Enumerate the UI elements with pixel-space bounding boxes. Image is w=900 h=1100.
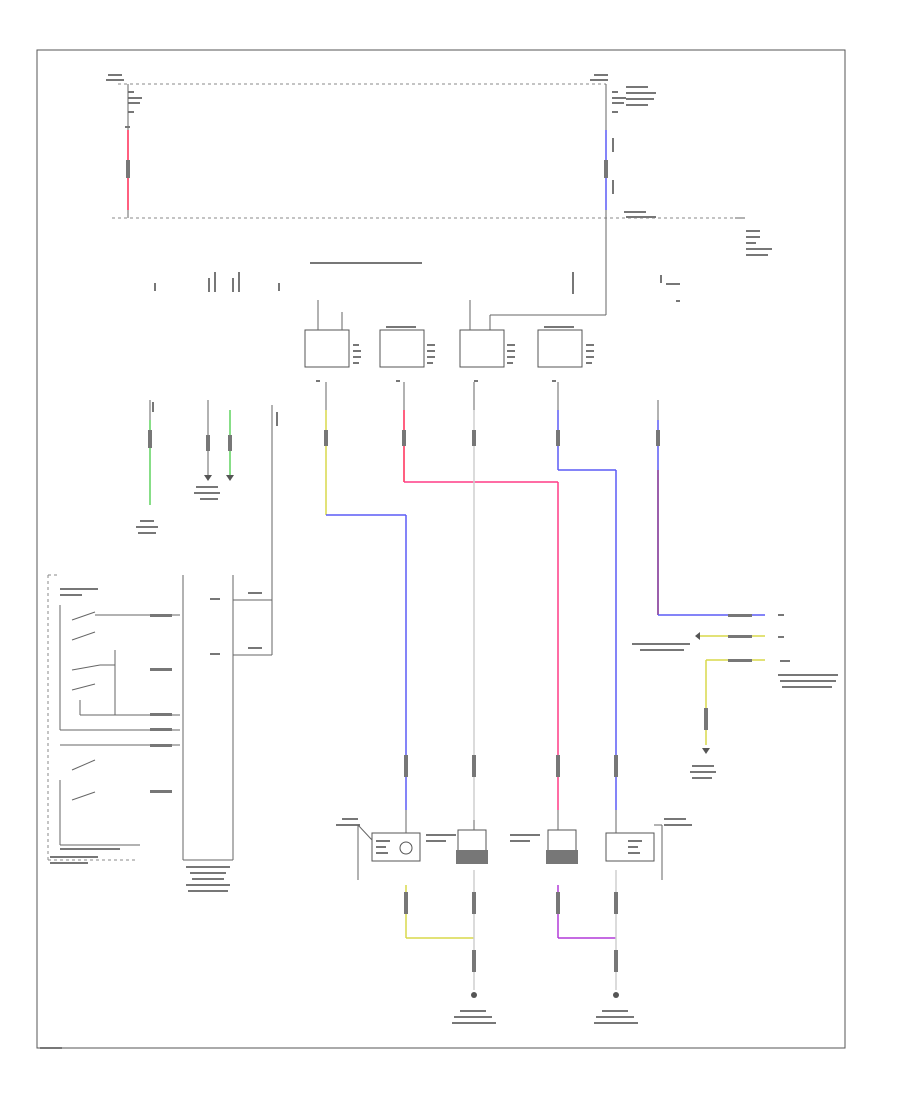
ground-label-bottom-left — [452, 1010, 496, 1024]
fuse-right-label — [590, 74, 656, 113]
ground-label-bottom-right — [594, 1010, 638, 1024]
center-seat-motor-right — [510, 810, 578, 864]
footer-code-mark — [40, 1047, 62, 1049]
center-seat-motor-left — [426, 820, 488, 864]
module-left-rear — [379, 326, 435, 368]
seat-switch-assembly — [47, 574, 180, 864]
right-seat-motor — [605, 810, 692, 862]
central-junction-box-label — [624, 211, 772, 256]
steering-column-block — [182, 575, 273, 892]
fuse-left-label — [106, 74, 142, 113]
module-right-rear — [537, 326, 594, 368]
connector-label-center — [194, 486, 220, 500]
diagram-frame — [36, 49, 846, 1049]
module-right-front — [459, 300, 515, 368]
ground-label-left — [136, 520, 158, 534]
seat-control-module-label — [310, 262, 422, 264]
left-seat-motor — [336, 810, 421, 862]
module-left-front — [304, 300, 361, 368]
connector-label-right — [632, 643, 838, 779]
